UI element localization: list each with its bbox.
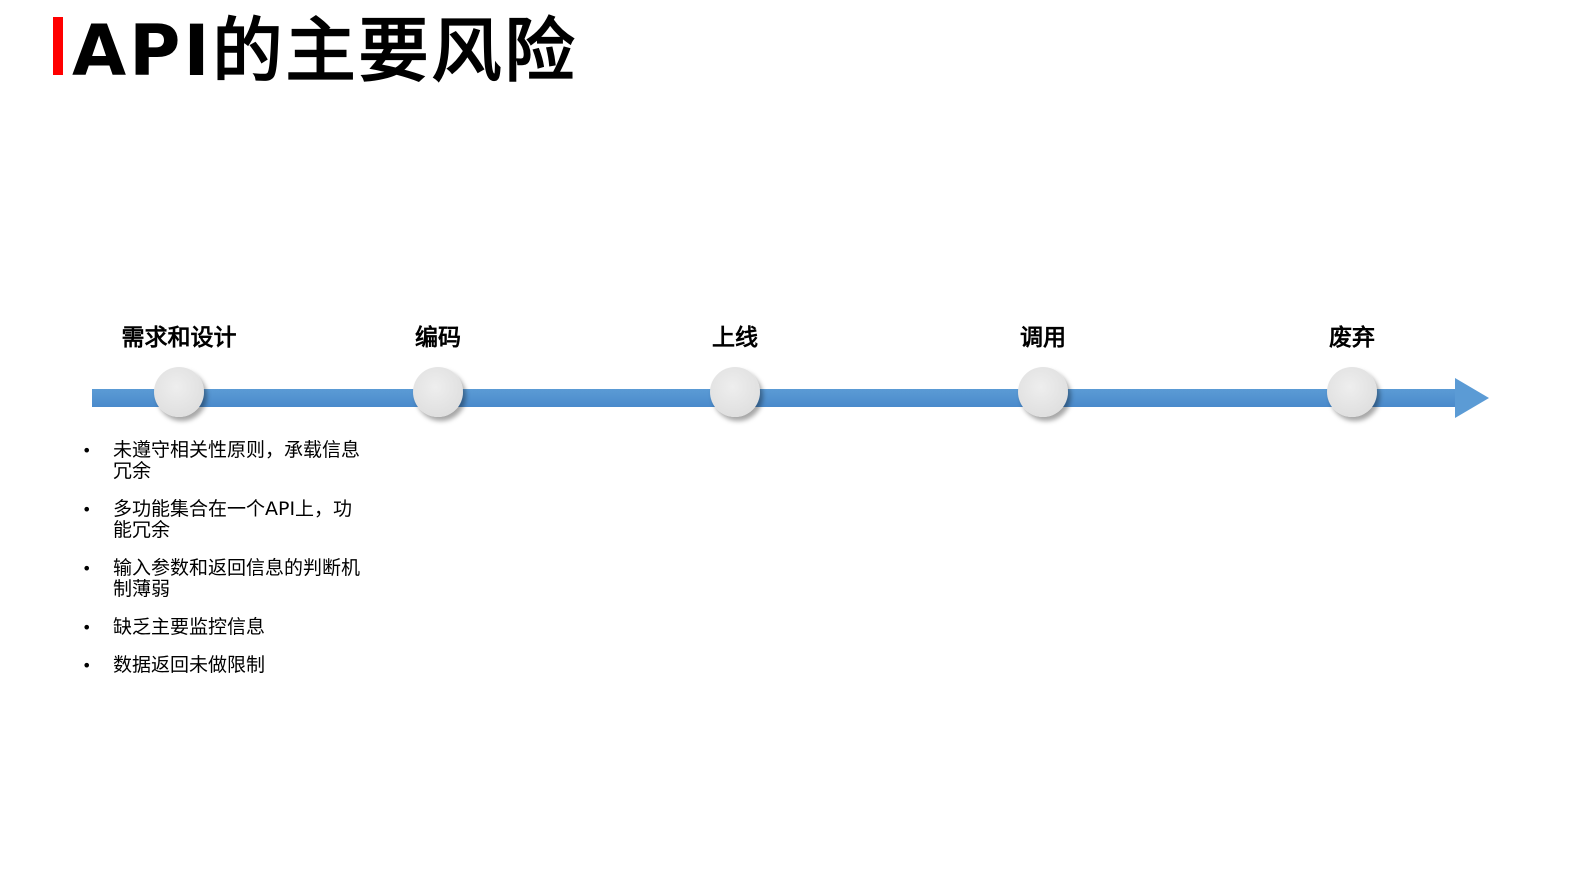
list-item: • 数据返回未做限制 [80, 655, 360, 676]
timeline-bar [92, 389, 1458, 407]
risk-list: • 未遵守相关性原则，承载信息冗余 • 多功能集合在一个API上，功能冗余 • … [80, 440, 360, 693]
stage-label: 需求和设计 [121, 325, 237, 351]
stage-node-circle [413, 367, 463, 417]
bullet-icon: • [82, 618, 92, 637]
stage-node-circle [1327, 367, 1377, 417]
risk-text: 数据返回未做限制 [113, 654, 266, 676]
risk-text: 输入参数和返回信息的判断机制薄弱 [113, 557, 361, 600]
risk-text: 未遵守相关性原则，承载信息冗余 [113, 439, 361, 482]
list-item: • 未遵守相关性原则，承载信息冗余 [80, 440, 360, 482]
stage-node-circle [1018, 367, 1068, 417]
bullet-icon: • [82, 500, 92, 519]
risk-text: 缺乏主要监控信息 [113, 616, 266, 638]
list-item: • 多功能集合在一个API上，功能冗余 [80, 499, 360, 541]
stage-label: 编码 [415, 325, 461, 351]
stage-node-circle [710, 367, 760, 417]
bullet-icon: • [82, 441, 92, 460]
page-title: API的主要风险 [72, 10, 578, 92]
stage-label: 调用 [1020, 325, 1066, 351]
bullet-icon: • [82, 559, 92, 578]
arrow-right-icon [1455, 378, 1489, 418]
bullet-icon: • [82, 656, 92, 675]
list-item: • 缺乏主要监控信息 [80, 617, 360, 638]
stage-node-circle [154, 367, 204, 417]
stage-label: 废弃 [1329, 325, 1375, 351]
list-item: • 输入参数和返回信息的判断机制薄弱 [80, 558, 360, 600]
risk-text: 多功能集合在一个API上，功能冗余 [113, 498, 353, 541]
stage-label: 上线 [712, 325, 758, 351]
title-accent-bar [53, 17, 63, 75]
